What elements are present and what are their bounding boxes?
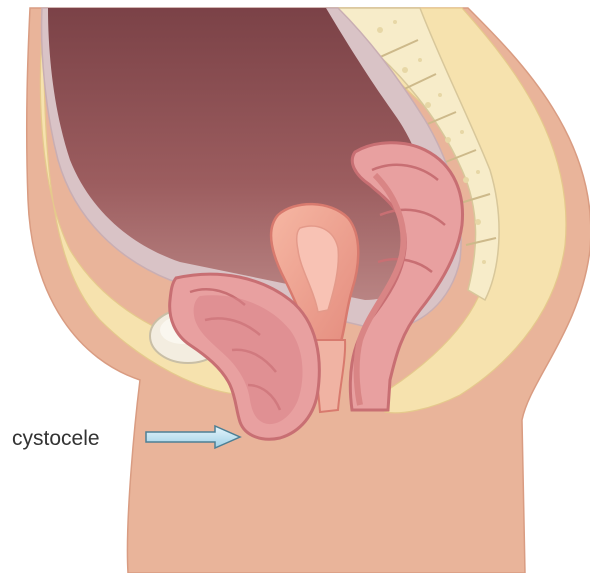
cystocele-label: cystocele [12, 427, 100, 450]
